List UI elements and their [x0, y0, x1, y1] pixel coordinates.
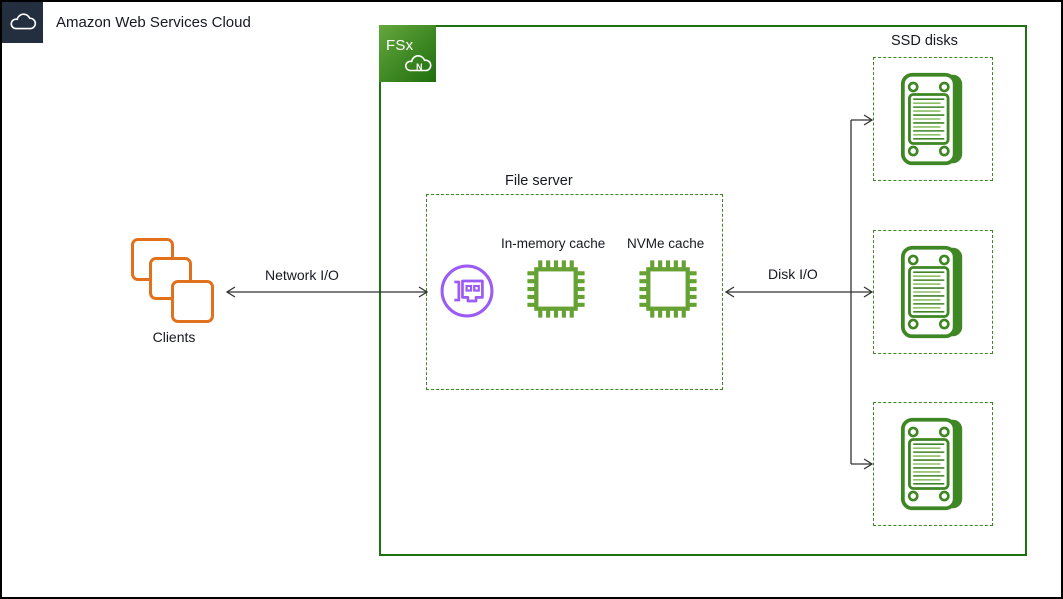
disk-io-label: Disk I/O [768, 266, 818, 282]
ssd-disk-box [873, 57, 993, 181]
ssd-disk-icon [900, 72, 963, 166]
file-server-title: File server [505, 173, 573, 189]
network-card-icon [438, 262, 496, 325]
ssd-disk-box [873, 402, 993, 526]
network-io-label: Network I/O [265, 267, 339, 283]
clients-icon-square-front [171, 280, 214, 323]
fsx-region-box [379, 25, 1027, 556]
nvme-cache-chip-icon [638, 259, 698, 319]
nvme-cache-label: NVMe cache [627, 236, 705, 251]
ssd-disk-box [873, 230, 993, 354]
clients-label: Clients [152, 329, 196, 345]
ssd-disk-icon [900, 245, 963, 339]
fsx-netapp-ontap-icon: FSx N [379, 25, 436, 82]
aws-cloud-label: Amazon Web Services Cloud [56, 14, 251, 31]
in-memory-cache-label: In-memory cache [501, 236, 606, 251]
fsx-cloud-n-icon: N [404, 55, 432, 72]
cloud-icon [10, 12, 36, 29]
ssd-disks-title: SSD disks [891, 33, 958, 49]
fsx-icon-label: FSx [386, 37, 414, 54]
ssd-disk-icon [900, 417, 963, 511]
in-memory-cache-chip-icon [526, 259, 586, 319]
svg-text:N: N [416, 62, 423, 72]
aws-cloud-icon [2, 2, 43, 43]
